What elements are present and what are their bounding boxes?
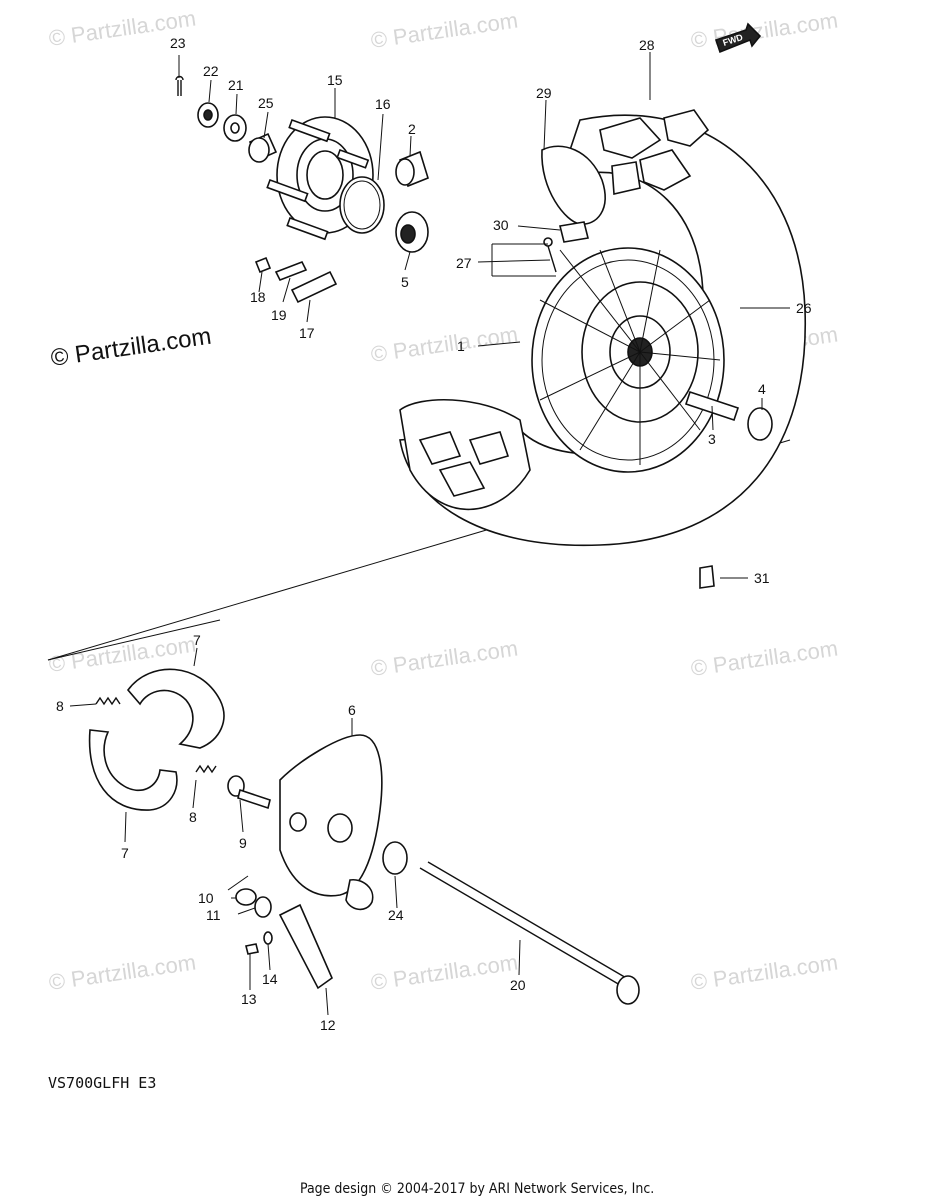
nut-clip-part	[699, 565, 715, 589]
callout-5: 5	[401, 274, 409, 290]
leader-lines	[69, 52, 790, 1016]
brake-spring-upper	[95, 696, 121, 706]
callout-16: 16	[375, 96, 391, 112]
wheel-spokes	[539, 249, 721, 465]
model-code: VS700GLFH E3	[48, 1074, 156, 1092]
callout-28: 28	[639, 37, 655, 53]
axle-collar-part	[382, 841, 408, 875]
washer-part	[223, 114, 247, 142]
wheel-assembly	[399, 109, 806, 547]
watermark: © Partzilla.com	[369, 636, 519, 681]
watermark-prominent: © Partzilla.com	[49, 323, 213, 372]
callout-12: 12	[320, 1017, 336, 1033]
spacer-part	[248, 132, 278, 163]
callout-2: 2	[408, 121, 416, 137]
callout-4: 4	[758, 381, 766, 397]
callout-3: 3	[708, 431, 716, 447]
rim-band-part	[559, 221, 589, 243]
cam-lever-part	[278, 903, 333, 990]
watermark: © Partzilla.com	[689, 636, 839, 681]
callout-20: 20	[510, 977, 526, 993]
callout-21: 21	[228, 77, 244, 93]
axle-part	[419, 861, 640, 1005]
cotter-pin-part	[175, 75, 184, 96]
callout-7-upper: 7	[193, 632, 201, 648]
valve-part	[543, 237, 557, 273]
callout-18: 18	[250, 289, 266, 305]
watermark: © Partzilla.com	[689, 950, 839, 995]
callout-30: 30	[493, 217, 509, 233]
callout-25: 25	[258, 95, 274, 111]
callout-13: 13	[241, 991, 257, 1007]
callout-7-lower: 7	[121, 845, 129, 861]
bolt-part	[254, 256, 272, 274]
callout-6: 6	[348, 702, 356, 718]
callout-8-right: 8	[189, 809, 197, 825]
sprocket-hub-assembly	[175, 75, 429, 304]
callout-labels: 1 2 3 4 5 6 7 7 8 8 9 10 11 12 13 14 15 …	[56, 35, 812, 1033]
brake-shoe-lower	[88, 729, 178, 811]
tab-plate-part	[290, 270, 338, 304]
inner-tube-part	[541, 145, 606, 225]
callout-8-left: 8	[56, 698, 64, 714]
castle-nut-part	[197, 102, 219, 128]
page-footer: Page design © 2004-2017 by ARI Network S…	[300, 1181, 654, 1197]
damper-part	[395, 150, 429, 188]
collar-part	[747, 407, 773, 441]
tire-tread-lower	[418, 431, 510, 497]
watermark: © Partzilla.com	[369, 8, 519, 53]
brake-cam-part	[227, 775, 271, 810]
washer-small-part	[254, 896, 272, 918]
callout-29: 29	[536, 85, 552, 101]
tire-tread-upper	[599, 109, 710, 195]
lock-plate-part	[274, 260, 308, 282]
callout-27: 27	[456, 255, 472, 271]
callout-9: 9	[239, 835, 247, 851]
brake-panel-part	[279, 734, 383, 897]
callout-14: 14	[262, 971, 278, 987]
callout-24: 24	[388, 907, 404, 923]
callout-26: 26	[796, 300, 812, 316]
watermark: © Partzilla.com	[369, 950, 519, 995]
brake-shoe-upper	[126, 668, 225, 749]
callout-23: 23	[170, 35, 186, 51]
callout-19: 19	[271, 307, 287, 323]
bearing-part	[395, 211, 429, 253]
watermark: © Partzilla.com	[47, 950, 197, 995]
callout-10: 10	[198, 890, 214, 906]
brake-assembly	[88, 668, 640, 1005]
forward-arrow-icon: FWD	[714, 22, 762, 54]
callout-31: 31	[754, 570, 770, 586]
callout-17: 17	[299, 325, 315, 341]
watermark: © Partzilla.com	[689, 8, 839, 53]
o-ring-part	[339, 176, 385, 234]
lever-washer-part	[263, 931, 273, 945]
lever-bolt-part	[245, 943, 259, 955]
callout-22: 22	[203, 63, 219, 79]
o-ring-small-part	[235, 888, 257, 906]
callout-11: 11	[206, 907, 221, 923]
callout-1: 1	[457, 338, 465, 354]
callout-15: 15	[327, 72, 343, 88]
brake-spring-lower	[195, 764, 217, 774]
